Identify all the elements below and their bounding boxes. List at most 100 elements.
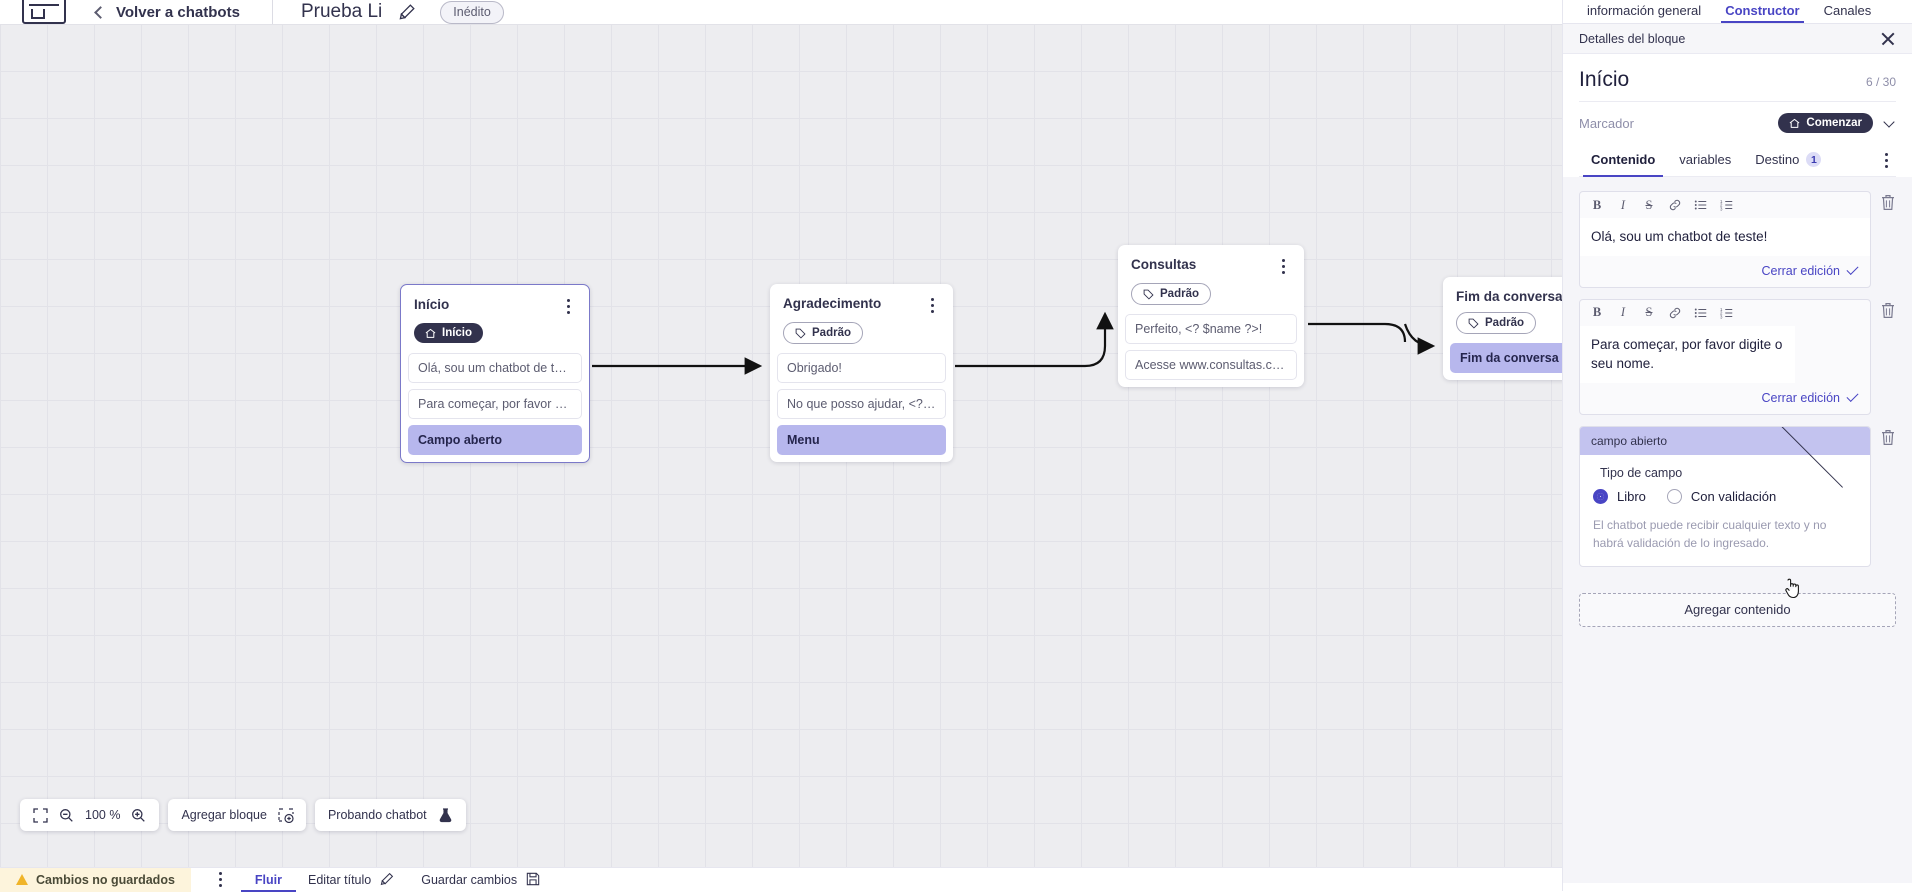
node-menu-kebab-icon[interactable] — [560, 297, 576, 315]
save-changes-button[interactable]: Guardar cambios — [421, 872, 541, 887]
save-changes-label: Guardar cambios — [421, 873, 517, 887]
node-title: Consultas — [1131, 257, 1275, 272]
tab-canales[interactable]: Canales — [1812, 3, 1884, 23]
strikethrough-icon[interactable]: S — [1636, 195, 1662, 215]
zoom-out-icon[interactable] — [59, 808, 74, 823]
tab-destino[interactable]: Destino 1 — [1743, 145, 1833, 176]
tag-icon — [795, 328, 806, 339]
add-block-label: Agregar bloque — [181, 808, 266, 822]
back-to-chatbots-button[interactable]: Volver a chatbots — [96, 4, 240, 21]
flow-node-fim-da-conversa[interactable]: Fim da conversa Padrão Fim da conversa — [1443, 277, 1562, 380]
node-menu-kebab-icon[interactable] — [1275, 257, 1291, 275]
italic-icon[interactable]: I — [1610, 303, 1636, 323]
edit-title-button[interactable]: Editar título — [308, 872, 395, 887]
bold-icon[interactable]: B — [1584, 195, 1610, 215]
close-edit-label[interactable]: Cerrar edición — [1761, 391, 1840, 405]
close-icon[interactable] — [1880, 31, 1896, 47]
node-title: Início — [414, 297, 560, 312]
marker-value-chip[interactable]: Comenzar — [1778, 113, 1873, 133]
bullet-list-icon[interactable] — [1688, 195, 1714, 215]
node-tag-inicio: Início — [414, 323, 483, 343]
node-item[interactable]: Obrigado! — [777, 353, 946, 383]
radio-libro[interactable] — [1593, 489, 1608, 504]
add-block-button[interactable]: Agregar bloque — [168, 799, 305, 831]
block-title-row: Início 6 / 30 — [1579, 54, 1896, 101]
tab-variables[interactable]: variables — [1667, 145, 1743, 176]
node-item[interactable]: Perfeito, <? $name ?>! — [1125, 314, 1297, 344]
bold-icon[interactable]: B — [1584, 303, 1610, 323]
node-items: Perfeito, <? $name ?>! Acesse www.consul… — [1118, 314, 1304, 380]
field-type-radios: Libro Con validación — [1593, 489, 1857, 504]
page-title: Prueba Li — [301, 1, 382, 23]
add-block-icon — [278, 808, 293, 823]
svg-text:3: 3 — [1720, 206, 1723, 211]
strikethrough-icon[interactable]: S — [1636, 303, 1662, 323]
text-content-value[interactable]: Para começar, por favor digite o seu nom… — [1580, 326, 1795, 383]
node-tag-row: Padrão — [1443, 304, 1562, 343]
statusbar-menu-kebab-icon[interactable] — [213, 871, 229, 889]
save-disk-icon — [526, 872, 541, 887]
node-tag-padrao: Padrão — [1456, 312, 1536, 334]
content-tabs-menu-kebab-icon[interactable] — [1878, 152, 1894, 170]
panel-top-tabs: información general Constructor Canales — [1563, 0, 1912, 24]
italic-icon[interactable]: I — [1610, 195, 1636, 215]
add-content-button[interactable]: Agregar contenido — [1579, 593, 1896, 627]
edit-title-label: Editar título — [308, 873, 371, 887]
flask-icon — [438, 808, 453, 823]
test-chatbot-label: Probando chatbot — [328, 808, 427, 822]
zoom-in-icon[interactable] — [131, 808, 146, 823]
radio-con-validacion-label: Con validación — [1691, 489, 1776, 504]
open-field-card-header[interactable]: campo abierto — [1580, 427, 1870, 455]
check-icon[interactable] — [1846, 390, 1858, 402]
tab-contenido[interactable]: Contenido — [1579, 145, 1667, 176]
tab-informacion-general[interactable]: información general — [1575, 3, 1713, 23]
zoom-controls[interactable]: 100 % — [20, 799, 159, 831]
open-field-card: campo abierto Tipo de campo Libro Con va… — [1579, 426, 1871, 567]
fit-screen-icon[interactable] — [33, 808, 48, 823]
delete-icon[interactable] — [1880, 429, 1896, 446]
node-item[interactable]: Menu — [777, 425, 946, 455]
node-item[interactable]: Olá, sou um chatbot de teste! — [408, 353, 582, 383]
node-item[interactable]: Fim da conversa — [1450, 343, 1562, 373]
node-item[interactable]: No que posso ajudar, <? $name ... — [777, 389, 946, 419]
check-icon[interactable] — [1846, 263, 1858, 275]
flow-canvas[interactable]: Início Início Olá, sou um chatbot de tes… — [0, 24, 1562, 867]
node-header: Agradecimento — [770, 284, 953, 314]
flow-node-inicio[interactable]: Início Início Olá, sou um chatbot de tes… — [400, 284, 590, 463]
flow-node-agradecimento[interactable]: Agradecimento Padrão Obrigado! No que po… — [770, 284, 953, 462]
node-items: Fim da conversa — [1443, 343, 1562, 373]
block-count: 6 / 30 — [1866, 75, 1896, 89]
status-bar: Cambios no guardados Fluir Editar título… — [0, 867, 1562, 891]
chevron-down-icon[interactable] — [1883, 116, 1894, 127]
close-edit-label[interactable]: Cerrar edición — [1761, 264, 1840, 278]
flow-node-consultas[interactable]: Consultas Padrão Perfeito, <? $name ?>! … — [1118, 245, 1304, 387]
edit-pencil-icon[interactable] — [398, 3, 416, 21]
node-item[interactable]: Campo aberto — [408, 425, 582, 455]
node-title: Agradecimento — [783, 296, 924, 311]
text-content-value[interactable]: Olá, sou um chatbot de teste! — [1580, 218, 1870, 256]
svg-text:3: 3 — [1720, 314, 1723, 319]
node-item[interactable]: Para começar, por favor digite o ... — [408, 389, 582, 419]
statusbar-tab-fluir[interactable]: Fluir — [255, 873, 282, 887]
tab-destino-badge: 1 — [1806, 152, 1821, 167]
delete-icon[interactable] — [1880, 302, 1896, 319]
link-icon[interactable] — [1662, 303, 1688, 323]
bullet-list-icon[interactable] — [1688, 303, 1714, 323]
statusbar-tab-fluir-label: Fluir — [255, 873, 282, 887]
test-chatbot-button[interactable]: Probando chatbot — [315, 799, 466, 831]
status-badge-unpublished: Inédito — [440, 1, 504, 24]
node-tag-padrao: Padrão — [1131, 283, 1211, 305]
delete-icon[interactable] — [1880, 194, 1896, 211]
open-field-card-title: campo abierto — [1591, 434, 1725, 448]
tab-variables-label: variables — [1679, 152, 1731, 167]
radio-con-validacion[interactable] — [1667, 489, 1682, 504]
link-icon[interactable] — [1662, 195, 1688, 215]
node-item[interactable]: Acesse www.consultas.com par... — [1125, 350, 1297, 380]
node-header: Fim da conversa — [1443, 277, 1562, 304]
node-menu-kebab-icon[interactable] — [924, 296, 940, 314]
tab-constructor[interactable]: Constructor — [1713, 3, 1811, 23]
